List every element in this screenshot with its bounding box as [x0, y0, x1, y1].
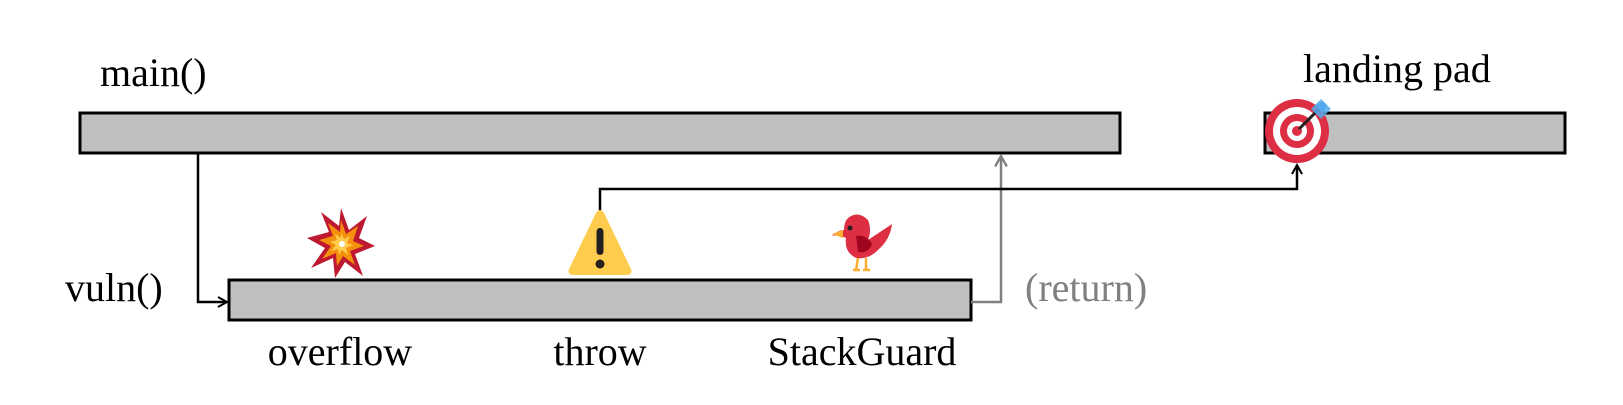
throw-label: throw [553, 329, 646, 374]
vuln-bar [227, 278, 973, 322]
explosion-icon [307, 208, 375, 278]
return-label: (return) [1025, 265, 1147, 310]
main-bar [78, 111, 1122, 155]
stackguard-label: StackGuard [768, 329, 957, 374]
landing-pad-label: landing pad [1303, 46, 1491, 91]
overflow-label: overflow [268, 329, 413, 374]
main-label: main() [100, 50, 207, 95]
bird-icon [832, 214, 892, 272]
throw-arrow [598, 165, 1297, 218]
return-arrow [971, 156, 1001, 304]
vuln-label: vuln() [65, 265, 163, 310]
call-arrow [196, 153, 227, 302]
target-icon [1265, 99, 1331, 163]
warning-icon [568, 210, 632, 275]
